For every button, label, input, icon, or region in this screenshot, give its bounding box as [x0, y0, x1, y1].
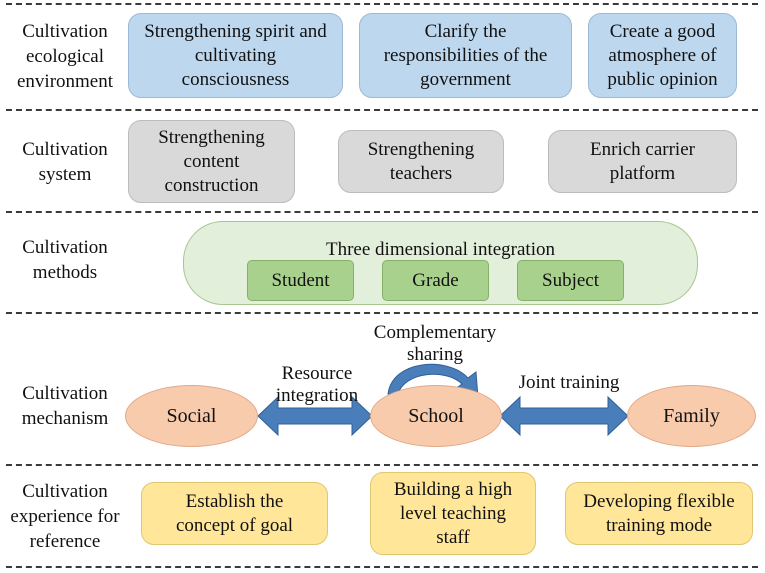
edge-label-resource-integration: Resource integration: [275, 363, 359, 406]
integration-item-student: Student: [247, 260, 354, 301]
divider-top: [6, 3, 758, 5]
row-label-mechanism: Cultivation mechanism: [21, 383, 109, 429]
divider-4: [6, 464, 758, 466]
box-strengthening-spirit: Strengthening spirit and cultivating con…: [128, 13, 343, 98]
divider-3: [6, 312, 758, 314]
box-content-construction: Strengthening content construction: [128, 120, 295, 203]
node-family: Family: [627, 385, 756, 447]
box-create-atmosphere: Create a good atmosphere of public opini…: [588, 13, 737, 98]
row-label-experience: Cultivation experience for reference: [10, 481, 120, 552]
joint-training-arrow: [499, 395, 629, 437]
box-concept-of-goal: Establish the concept of goal: [141, 482, 328, 545]
row-label-environment: Cultivation ecological environment: [16, 21, 114, 92]
edge-label-joint-training: Joint training: [518, 372, 620, 393]
integration-item-grade: Grade: [382, 260, 489, 301]
node-school: School: [370, 385, 502, 447]
box-teaching-staff: Building a high level teaching staff: [370, 472, 536, 555]
divider-bottom: [6, 566, 758, 568]
node-social: Social: [125, 385, 258, 447]
integration-item-subject: Subject: [517, 260, 624, 301]
integration-title: Three dimensional integration: [326, 239, 555, 260]
edge-label-complementary-sharing: Complementary sharing: [373, 322, 497, 365]
box-strengthening-teachers: Strengthening teachers: [338, 130, 504, 193]
box-clarify-responsibilities: Clarify the responsibilities of the gove…: [359, 13, 572, 98]
divider-2: [6, 211, 758, 213]
box-flexible-training: Developing flexible training mode: [565, 482, 753, 545]
row-label-methods: Cultivation methods: [22, 237, 108, 283]
row-label-system: Cultivation system: [22, 139, 108, 185]
box-carrier-platform: Enrich carrier platform: [548, 130, 737, 193]
divider-1: [6, 109, 758, 111]
